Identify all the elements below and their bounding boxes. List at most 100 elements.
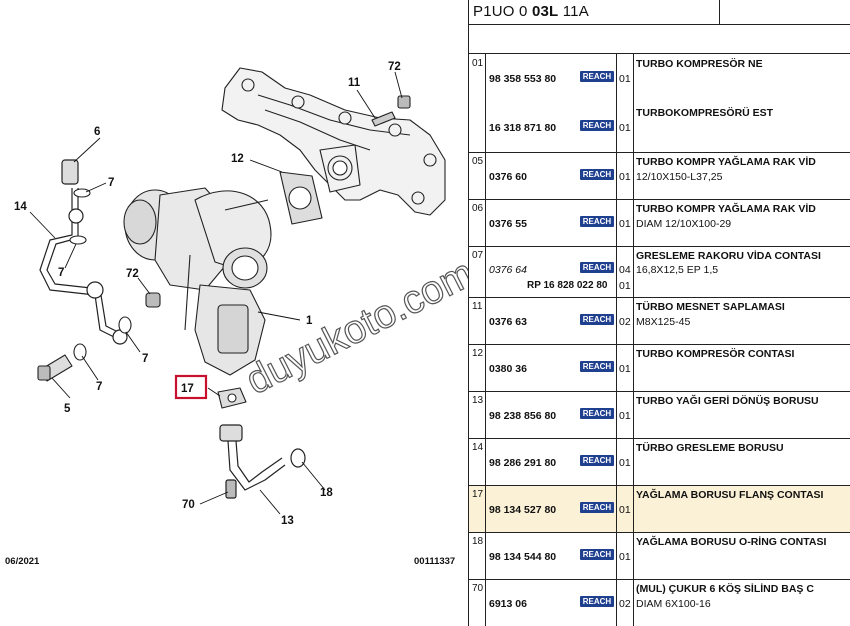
callout-13: 13: [281, 515, 294, 527]
reach-badge: REACH: [580, 169, 614, 180]
col-divider: [633, 247, 634, 297]
nut-72-drawing: [145, 292, 161, 308]
col-divider: [633, 200, 634, 246]
quantity: 01: [619, 171, 631, 183]
item-number: 17: [472, 489, 484, 500]
replacement-part-number[interactable]: RP 16 828 022 80: [527, 280, 608, 291]
part-number[interactable]: 98 358 553 80: [489, 73, 557, 85]
reach-badge: REACH: [580, 314, 614, 325]
reference-header: P1UO 0 03L 11A: [469, 0, 850, 25]
col-divider: [633, 486, 634, 532]
callout-7-a: 7: [108, 177, 114, 189]
table-row-14[interactable]: 14 98 286 291 80 REACH 01 TÜRBO GRESLEME…: [469, 439, 850, 486]
table-row-07[interactable]: 07 0376 64 REACH 04 GRESLEME RAKORU VİDA…: [469, 247, 850, 298]
col-divider: [616, 298, 617, 344]
item-number: 11: [472, 301, 483, 312]
part-number[interactable]: 6913 06: [489, 598, 527, 610]
item-number: 13: [472, 395, 484, 406]
col-divider: [485, 345, 486, 391]
part-description: YAĞLAMA BORUSU FLANŞ CONTASI: [636, 489, 824, 501]
table-row-13[interactable]: 13 98 238 856 80 REACH 01 TURBO YAĞI GER…: [469, 392, 850, 439]
washer-7b-drawing: [69, 235, 87, 245]
col-divider: [485, 153, 486, 199]
quantity: 01: [619, 122, 631, 134]
item-number: 12: [472, 348, 484, 359]
col-divider: [485, 486, 486, 532]
reach-badge: REACH: [580, 216, 614, 227]
col-divider: [616, 580, 617, 626]
oil-feed-pipe-14-drawing: [39, 159, 128, 345]
col-divider: [485, 200, 486, 246]
leader-lines: [29, 71, 403, 515]
bolt-5-drawing: [37, 354, 73, 382]
reach-badge: REACH: [580, 596, 614, 607]
quantity: 01: [619, 218, 631, 230]
part-description: TURBO KOMPR YAĞLAMA RAK VİD: [636, 156, 816, 168]
table-row-17-selected[interactable]: 17 98 134 527 80 REACH 01 YAĞLAMA BORUSU…: [469, 486, 850, 533]
part-number[interactable]: 16 318 871 80: [489, 122, 557, 134]
reference-code-part-b: 03L: [531, 3, 559, 20]
item-number: 70: [472, 583, 484, 594]
parts-table-panel: P1UO 0 03L 11A 01 98 358 553 80 REACH 01…: [468, 0, 850, 626]
reference-code-part-c: 11A: [558, 3, 589, 20]
quantity: 01: [619, 457, 631, 469]
item-number: 01: [472, 58, 484, 69]
part-number[interactable]: 98 134 527 80: [489, 504, 557, 516]
turbocharger-drawing: [123, 187, 272, 376]
col-divider: [616, 486, 617, 532]
part-description: TÜRBO GRESLEME BORUSU: [636, 442, 784, 454]
diagram-code: 00111337: [414, 556, 455, 567]
reach-badge: REACH: [580, 120, 614, 131]
reach-badge: REACH: [580, 361, 614, 372]
table-row-05[interactable]: 05 0376 60 REACH 01 TURBO KOMPR YAĞLAMA …: [469, 153, 850, 200]
col-divider: [485, 580, 486, 626]
reference-code-part-a: P1UO 0: [473, 3, 532, 20]
header-divider: [719, 0, 720, 24]
quantity: 04: [619, 264, 631, 276]
table-row-18[interactable]: 18 98 134 544 80 REACH 01 YAĞLAMA BORUSU…: [469, 533, 850, 580]
item-number: 14: [472, 442, 484, 453]
reach-badge: REACH: [580, 71, 614, 82]
part-number[interactable]: 98 134 544 80: [489, 551, 557, 563]
col-divider: [633, 345, 634, 391]
quantity: 01: [619, 551, 631, 563]
part-description: TURBO KOMPRESÖR CONTASI: [636, 348, 795, 360]
reach-badge: REACH: [580, 262, 614, 273]
part-description: YAĞLAMA BORUSU O-RİNG CONTASI: [636, 536, 827, 548]
part-spec: 16,8X12,5 EP 1,5: [636, 264, 719, 276]
table-row-70[interactable]: 70 6913 06 REACH 02 (MUL) ÇUKUR 6 KÖŞ Sİ…: [469, 580, 850, 626]
callout-18: 18: [320, 487, 333, 499]
col-divider: [485, 298, 486, 344]
part-spec: DIAM 12/10X100-29: [636, 218, 732, 230]
part-number[interactable]: 98 286 291 80: [489, 457, 557, 469]
callout-72-mid: 72: [126, 268, 139, 280]
part-number[interactable]: 0376 55: [489, 218, 527, 230]
part-number[interactable]: 0380 36: [489, 363, 527, 375]
quantity: 01: [619, 504, 631, 516]
col-divider: [616, 153, 617, 199]
callout-7-b: 7: [58, 267, 64, 279]
reference-code: P1UO 0 03L 11A: [473, 3, 589, 20]
part-number[interactable]: 0376 63: [489, 316, 527, 328]
exhaust-manifold-drawing: [221, 67, 446, 216]
table-row-06[interactable]: 06 0376 55 REACH 01 TURBO KOMPR YAĞLAMA …: [469, 200, 850, 247]
part-spec: DIAM 6X100-16: [636, 598, 711, 610]
part-description: TÜRBO MESNET SAPLAMASI: [636, 301, 785, 313]
col-divider: [616, 533, 617, 579]
part-number[interactable]: 98 238 856 80: [489, 410, 557, 422]
part-number[interactable]: 0376 64: [489, 264, 527, 276]
table-row-01[interactable]: 01 98 358 553 80 REACH 01 TURBO KOMPRESÖ…: [469, 53, 850, 153]
col-divider: [633, 439, 634, 485]
callout-1: 1: [306, 315, 313, 327]
callout-5: 5: [64, 403, 71, 415]
diagram-date: 06/2021: [5, 556, 40, 567]
reach-badge: REACH: [580, 455, 614, 466]
quantity: 01: [619, 73, 631, 85]
item-number: 06: [472, 203, 484, 214]
table-row-11[interactable]: 11 0376 63 REACH 02 TÜRBO MESNET SAPLAMA…: [469, 298, 850, 345]
quantity: 01: [619, 410, 631, 422]
col-divider: [633, 392, 634, 438]
table-row-12[interactable]: 12 0380 36 REACH 01 TURBO KOMPRESÖR CONT…: [469, 345, 850, 392]
part-number[interactable]: 0376 60: [489, 171, 527, 183]
callout-17[interactable]: 17: [181, 383, 194, 395]
